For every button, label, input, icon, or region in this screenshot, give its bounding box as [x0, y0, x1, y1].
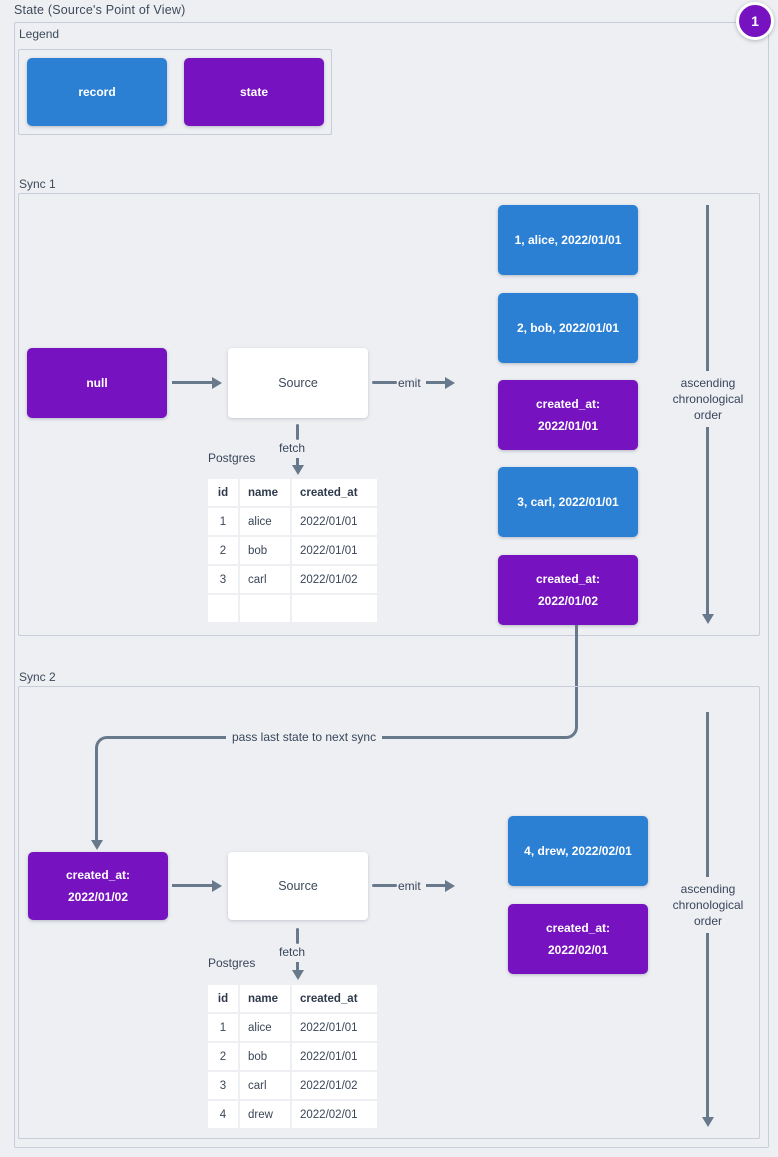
table-cell: bob — [240, 537, 290, 564]
fetch-label-2: fetch — [279, 945, 306, 959]
sync2-source-node: Source — [228, 852, 368, 920]
table-cell: 4 — [208, 1101, 238, 1128]
table-cell: 2022/01/01 — [292, 508, 377, 535]
fetch-arrow-2 — [291, 962, 304, 980]
sync2-box — [18, 686, 760, 1139]
column-header: id — [208, 985, 238, 1012]
emitted-record: 3, carl, 2022/01/01 — [498, 467, 638, 537]
table-row — [208, 595, 377, 622]
table-cell: alice — [240, 1014, 290, 1041]
table-cell: carl — [240, 1072, 290, 1099]
sync1-postgres-table: id name created_at 1 alice 2022/01/01 2 … — [206, 477, 379, 624]
table-header-row: id name created_at — [208, 985, 377, 1012]
table-row: 1 alice 2022/01/01 — [208, 1014, 377, 1041]
sync2-title: Sync 2 — [19, 670, 56, 684]
table-cell — [292, 595, 377, 622]
column-header: created_at — [292, 985, 377, 1012]
table-cell — [208, 595, 238, 622]
fetch-line-1 — [296, 424, 299, 440]
table-row: 1 alice 2022/01/01 — [208, 508, 377, 535]
emitted-record: 4, drew, 2022/02/01 — [508, 816, 648, 886]
legend-state-swatch: state — [184, 58, 324, 126]
column-header: name — [240, 985, 290, 1012]
emitted-state: created_at: 2022/02/01 — [508, 904, 648, 974]
column-header: created_at — [292, 479, 377, 506]
legend-title: Legend — [19, 27, 60, 41]
chronological-order-label-2: ascending chronological order — [667, 877, 749, 933]
sync1-box — [18, 193, 760, 636]
table-cell: 1 — [208, 1014, 238, 1041]
column-header: id — [208, 479, 238, 506]
emitted-state: created_at: 2022/01/01 — [498, 380, 638, 450]
emit-line-2 — [372, 884, 397, 887]
page-title: State (Source's Point of View) — [14, 3, 186, 17]
table-row: 4 drew 2022/02/01 — [208, 1101, 377, 1128]
sync1-title: Sync 1 — [19, 177, 56, 191]
fetch-label-1: fetch — [279, 441, 306, 455]
emit-label-1: emit — [398, 376, 421, 390]
table-cell: 2 — [208, 537, 238, 564]
postgres-label-1: Postgres — [208, 451, 256, 465]
table-cell: carl — [240, 566, 290, 593]
emit-arrow-2 — [426, 879, 455, 892]
table-cell: 2022/01/02 — [292, 566, 377, 593]
column-header: name — [240, 479, 290, 506]
table-cell: 2022/01/01 — [292, 1043, 377, 1070]
pass-state-label: pass last state to next sync — [226, 727, 383, 747]
table-cell: 2022/01/01 — [292, 537, 377, 564]
table-cell: 2 — [208, 1043, 238, 1070]
emitted-state: created_at: 2022/01/02 — [498, 555, 638, 625]
table-cell: 3 — [208, 566, 238, 593]
sync2-input-state-box: created_at: 2022/01/02 — [28, 852, 168, 920]
table-row: 2 bob 2022/01/01 — [208, 1043, 377, 1070]
arrow-state-to-source-2 — [172, 879, 222, 892]
table-row: 3 carl 2022/01/02 — [208, 1072, 377, 1099]
emitted-record: 2, bob, 2022/01/01 — [498, 293, 638, 363]
sync2-postgres-table: id name created_at 1 alice 2022/01/01 2 … — [206, 983, 379, 1130]
table-cell: alice — [240, 508, 290, 535]
table-header-row: id name created_at — [208, 479, 377, 506]
annotation-badge: 1 — [736, 2, 774, 40]
emitted-record: 1, alice, 2022/01/01 — [498, 205, 638, 275]
postgres-label-2: Postgres — [208, 956, 256, 970]
table-row: 3 carl 2022/01/02 — [208, 566, 377, 593]
table-cell: 3 — [208, 1072, 238, 1099]
sync1-input-state-box: null — [27, 348, 167, 418]
table-cell: 2022/01/01 — [292, 1014, 377, 1041]
table-cell: bob — [240, 1043, 290, 1070]
connector-elbow-left — [95, 736, 109, 841]
connector-arrowhead — [91, 840, 103, 850]
legend-record-swatch: record — [27, 58, 167, 126]
emit-line-1 — [372, 381, 397, 384]
arrow-state-to-source-1 — [172, 376, 222, 389]
table-row: 2 bob 2022/01/01 — [208, 537, 377, 564]
table-cell: 2022/02/01 — [292, 1101, 377, 1128]
table-cell: 2022/01/02 — [292, 1072, 377, 1099]
fetch-line-2 — [296, 928, 299, 944]
legend-box — [18, 49, 332, 135]
outer-container — [14, 22, 769, 1148]
emit-label-2: emit — [398, 879, 421, 893]
table-cell — [240, 595, 290, 622]
fetch-arrow-1 — [291, 458, 304, 475]
emit-arrow-1 — [426, 376, 455, 389]
table-cell: drew — [240, 1101, 290, 1128]
table-cell: 1 — [208, 508, 238, 535]
sync1-source-node: Source — [228, 348, 368, 418]
chronological-order-label-1: ascending chronological order — [667, 371, 749, 427]
